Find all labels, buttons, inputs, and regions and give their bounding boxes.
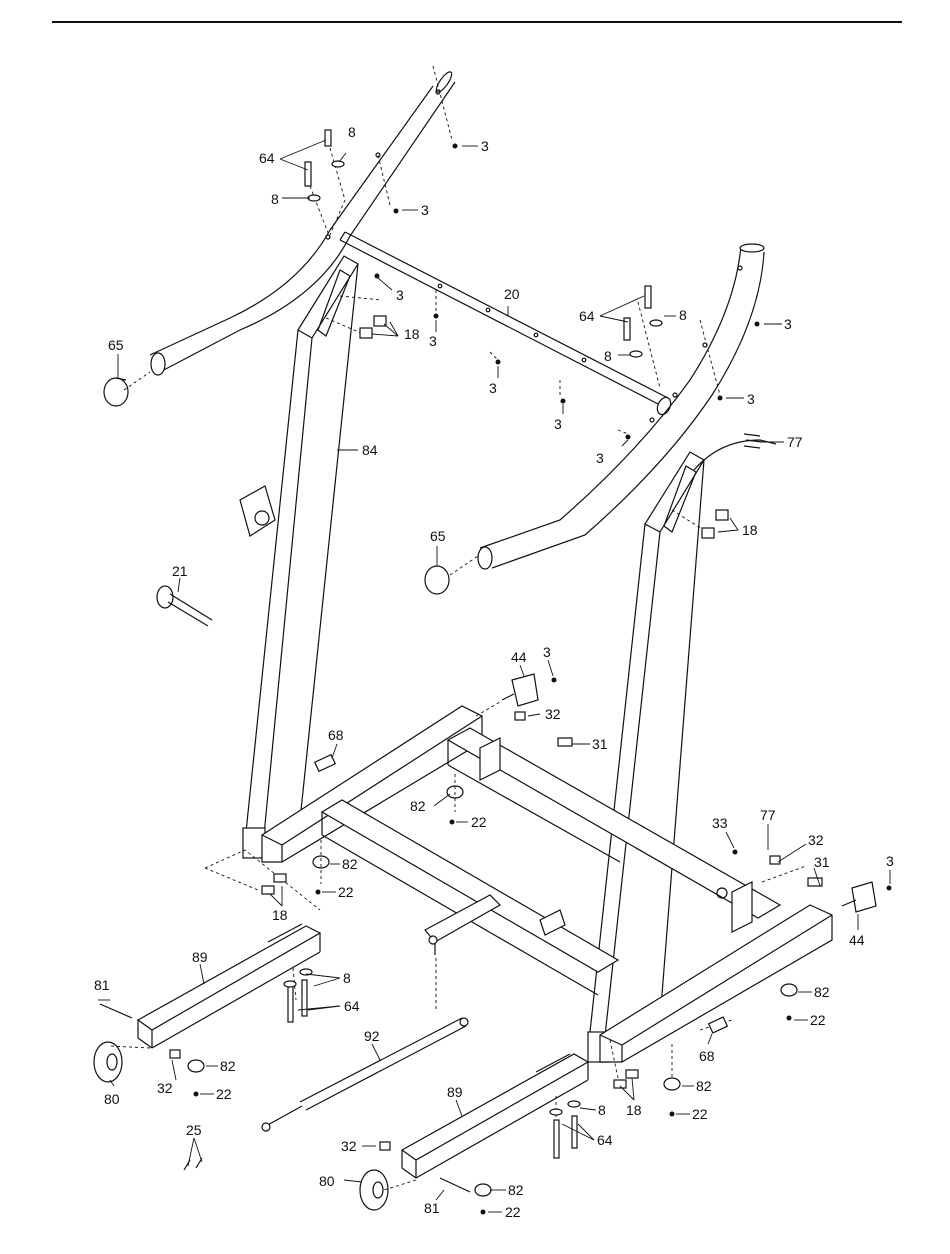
part-label: 3 bbox=[784, 316, 792, 332]
part-label: 3 bbox=[481, 138, 489, 154]
part-label: 25 bbox=[186, 1122, 202, 1138]
assembly-lines bbox=[110, 66, 806, 1190]
part-label: 44 bbox=[849, 932, 865, 948]
part-label: 8 bbox=[679, 307, 687, 323]
pivot-bracket bbox=[240, 486, 275, 536]
part-label: 44 bbox=[511, 649, 527, 665]
part-label: 82 bbox=[508, 1182, 524, 1198]
part-label: 3 bbox=[554, 416, 562, 432]
part-labels: 64 8 8 3 3 3 20 18 3 65 64 8 3 8 3 3 3 3… bbox=[94, 124, 894, 1220]
part-label: 3 bbox=[747, 391, 755, 407]
part-label: 64 bbox=[597, 1132, 613, 1148]
part-label: 22 bbox=[692, 1106, 708, 1122]
part-label: 8 bbox=[343, 970, 351, 986]
part-label: 81 bbox=[94, 977, 110, 993]
part-label: 64 bbox=[344, 998, 360, 1014]
part-label: 3 bbox=[543, 644, 551, 660]
right-upright bbox=[588, 452, 704, 1062]
hardware bbox=[100, 130, 892, 1215]
right-wheel bbox=[360, 1170, 388, 1210]
part-label: 3 bbox=[421, 202, 429, 218]
part-label: 18 bbox=[742, 522, 758, 538]
part-label: 82 bbox=[220, 1058, 236, 1074]
part-label: 22 bbox=[338, 884, 354, 900]
part-label: 65 bbox=[108, 337, 124, 353]
part-label: 68 bbox=[328, 727, 344, 743]
part-label: 21 bbox=[172, 563, 188, 579]
part-label: 32 bbox=[341, 1138, 357, 1154]
wire-harness bbox=[694, 440, 776, 470]
part-label: 89 bbox=[447, 1084, 463, 1100]
part-label: 3 bbox=[489, 380, 497, 396]
part-label: 3 bbox=[596, 450, 604, 466]
part-label: 18 bbox=[626, 1102, 642, 1118]
part-label: 82 bbox=[814, 984, 830, 1000]
pin-knob bbox=[157, 586, 212, 626]
part-label: 8 bbox=[598, 1102, 606, 1118]
leader-lines bbox=[98, 140, 890, 1212]
part-label: 92 bbox=[364, 1028, 380, 1044]
part-label: 32 bbox=[545, 706, 561, 722]
part-label: 32 bbox=[808, 832, 824, 848]
part-label: 77 bbox=[787, 434, 803, 450]
part-label: 18 bbox=[272, 907, 288, 923]
part-label: 80 bbox=[104, 1091, 120, 1107]
part-label: 80 bbox=[319, 1173, 335, 1189]
part-label: 81 bbox=[424, 1200, 440, 1216]
part-label: 3 bbox=[886, 853, 894, 869]
left-wheel bbox=[94, 1042, 122, 1082]
part-label: 68 bbox=[699, 1048, 715, 1064]
part-label: 31 bbox=[592, 736, 608, 752]
part-label: 3 bbox=[396, 287, 404, 303]
part-label: 82 bbox=[342, 856, 358, 872]
part-label: 89 bbox=[192, 949, 208, 965]
part-label: 20 bbox=[504, 286, 520, 302]
part-label: 31 bbox=[814, 854, 830, 870]
part-label: 82 bbox=[410, 798, 426, 814]
part-label: 8 bbox=[604, 348, 612, 364]
part-label: 22 bbox=[810, 1012, 826, 1028]
crossbar bbox=[340, 232, 673, 417]
part-label: 64 bbox=[259, 150, 275, 166]
end-cap-right bbox=[425, 566, 449, 594]
part-label: 22 bbox=[505, 1204, 521, 1220]
end-cap-left bbox=[104, 378, 128, 406]
part-label: 8 bbox=[348, 124, 356, 140]
part-label: 64 bbox=[579, 308, 595, 324]
right-stabilizer bbox=[402, 1054, 588, 1178]
part-label: 84 bbox=[362, 442, 378, 458]
part-label: 82 bbox=[696, 1078, 712, 1094]
part-label: 18 bbox=[404, 326, 420, 342]
part-label: 22 bbox=[216, 1086, 232, 1102]
part-label: 22 bbox=[471, 814, 487, 830]
part-label: 32 bbox=[157, 1080, 173, 1096]
part-label: 65 bbox=[430, 528, 446, 544]
part-label: 77 bbox=[760, 807, 776, 823]
part-label: 8 bbox=[271, 191, 279, 207]
left-upright bbox=[243, 256, 358, 858]
part-label: 3 bbox=[429, 333, 437, 349]
part-label: 33 bbox=[712, 815, 728, 831]
